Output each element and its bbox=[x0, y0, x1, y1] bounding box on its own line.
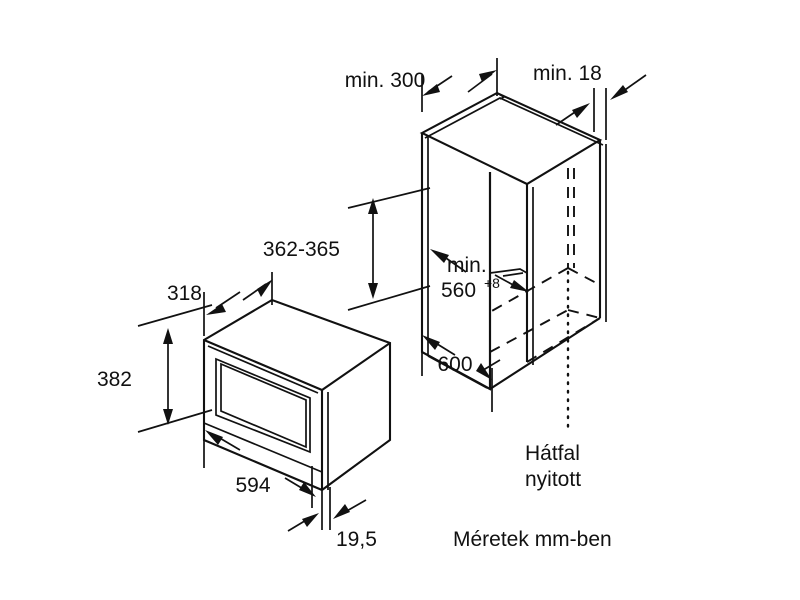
dim-362-ext-bottom bbox=[347, 285, 431, 311]
min-300-arrowhead-left bbox=[422, 84, 440, 96]
niche-inner-face bbox=[490, 172, 527, 362]
niche-hidden-bottom-right bbox=[567, 309, 601, 319]
dim-362-arrowhead-top bbox=[368, 198, 378, 214]
min-560-arrowhead-right bbox=[510, 280, 529, 292]
niche-bottom-left-inner bbox=[427, 355, 488, 389]
appliance-right-side-face bbox=[322, 343, 390, 490]
dimension-min-560: min. 560 +8 bbox=[430, 249, 529, 302]
dim-594-arrow-line-left bbox=[217, 436, 241, 451]
min-18-arrowhead-right bbox=[610, 85, 628, 100]
niche-hidden-bottom-front bbox=[526, 317, 601, 363]
dim-594-label: 594 bbox=[235, 474, 270, 497]
niche-hidden-shelf-edge-right bbox=[567, 267, 601, 286]
appliance-right-side-bottom-edge bbox=[325, 439, 391, 488]
back-wall-note-group: Hátfal nyitott bbox=[525, 270, 581, 491]
appliance-front-bottom-trim bbox=[203, 422, 323, 473]
dimension-382: 382 bbox=[97, 304, 213, 433]
dim-382-ext-bottom bbox=[137, 409, 213, 433]
dim-19-5-arrowhead-right bbox=[333, 504, 350, 519]
niche-top-thickness-edge bbox=[424, 97, 604, 146]
back-wall-note-line1: Hátfal bbox=[525, 442, 580, 465]
dim-318-arrowhead-left bbox=[206, 304, 226, 315]
dim-362-arrowhead-bottom bbox=[368, 283, 378, 299]
dimension-362-365: 362-365 bbox=[263, 187, 431, 311]
niche-left-panel-face bbox=[422, 133, 490, 389]
min-560-label-line1: min. bbox=[447, 254, 487, 277]
min-18-arrow-line-right bbox=[621, 74, 647, 93]
dim-362-ext-top bbox=[347, 187, 431, 209]
dim-362-365-label: 362-365 bbox=[263, 238, 340, 261]
niche-ledge-leader bbox=[489, 268, 528, 274]
dimension-min-300: min. 300 bbox=[345, 58, 498, 112]
dim-382-label: 382 bbox=[97, 368, 132, 391]
min-560-arrowhead-left bbox=[430, 249, 449, 263]
min-560-arrow-line-right bbox=[494, 274, 516, 287]
dimension-318: 318 bbox=[167, 272, 273, 336]
min-300-label: min. 300 bbox=[345, 69, 426, 92]
dim-382-arrowhead-bottom bbox=[163, 409, 173, 425]
dimension-594: 594 bbox=[203, 420, 316, 508]
dim-318-arrowhead-right bbox=[257, 279, 273, 297]
niche-hidden-bottom-diagonal bbox=[489, 309, 569, 353]
min-18-label: min. 18 bbox=[533, 62, 602, 85]
dim-600-arrowhead-right bbox=[476, 363, 492, 380]
niche-ledge-leader-2 bbox=[502, 272, 524, 277]
appliance-front-top-trim bbox=[207, 345, 319, 394]
appliance-microwave-group bbox=[202, 298, 392, 492]
dim-318-label: 318 bbox=[167, 282, 202, 305]
dim-600-arrowhead-left bbox=[422, 335, 440, 350]
dim-594-arrowhead-left bbox=[205, 430, 223, 445]
units-note-label: Méretek mm-ben bbox=[453, 528, 612, 551]
dimension-600: 600 bbox=[421, 330, 501, 412]
dim-594-arrowhead-right bbox=[299, 482, 316, 497]
dim-600-label: 600 bbox=[437, 353, 472, 376]
dim-382-ext-top bbox=[137, 304, 213, 327]
niche-cabinet-group bbox=[419, 91, 607, 391]
min-300-arrowhead-right bbox=[479, 70, 497, 82]
dimension-min-18: min. 18 bbox=[533, 62, 647, 140]
min-560-arrow-line-left bbox=[442, 255, 467, 273]
min-18-arrowhead-left bbox=[572, 103, 590, 118]
niche-top-back-notch bbox=[496, 92, 506, 100]
back-wall-note-line2: nyitott bbox=[525, 468, 581, 491]
min-560-label-line2: 560 bbox=[441, 279, 476, 302]
dim-318-arrow-line-left bbox=[215, 291, 241, 309]
appliance-door-window-outline bbox=[215, 357, 311, 454]
appliance-top-face bbox=[204, 300, 390, 390]
min-560-superscript: +8 bbox=[484, 275, 500, 291]
dim-382-arrowhead-top bbox=[163, 328, 173, 344]
dimension-19-5: 19,5 bbox=[287, 487, 377, 551]
dim-19-5-arrowhead-left bbox=[302, 513, 319, 527]
dim-19-5-label: 19,5 bbox=[336, 528, 377, 551]
niche-hidden-shelf-edge-left bbox=[489, 267, 569, 313]
appliance-door-window-inner bbox=[220, 362, 307, 449]
